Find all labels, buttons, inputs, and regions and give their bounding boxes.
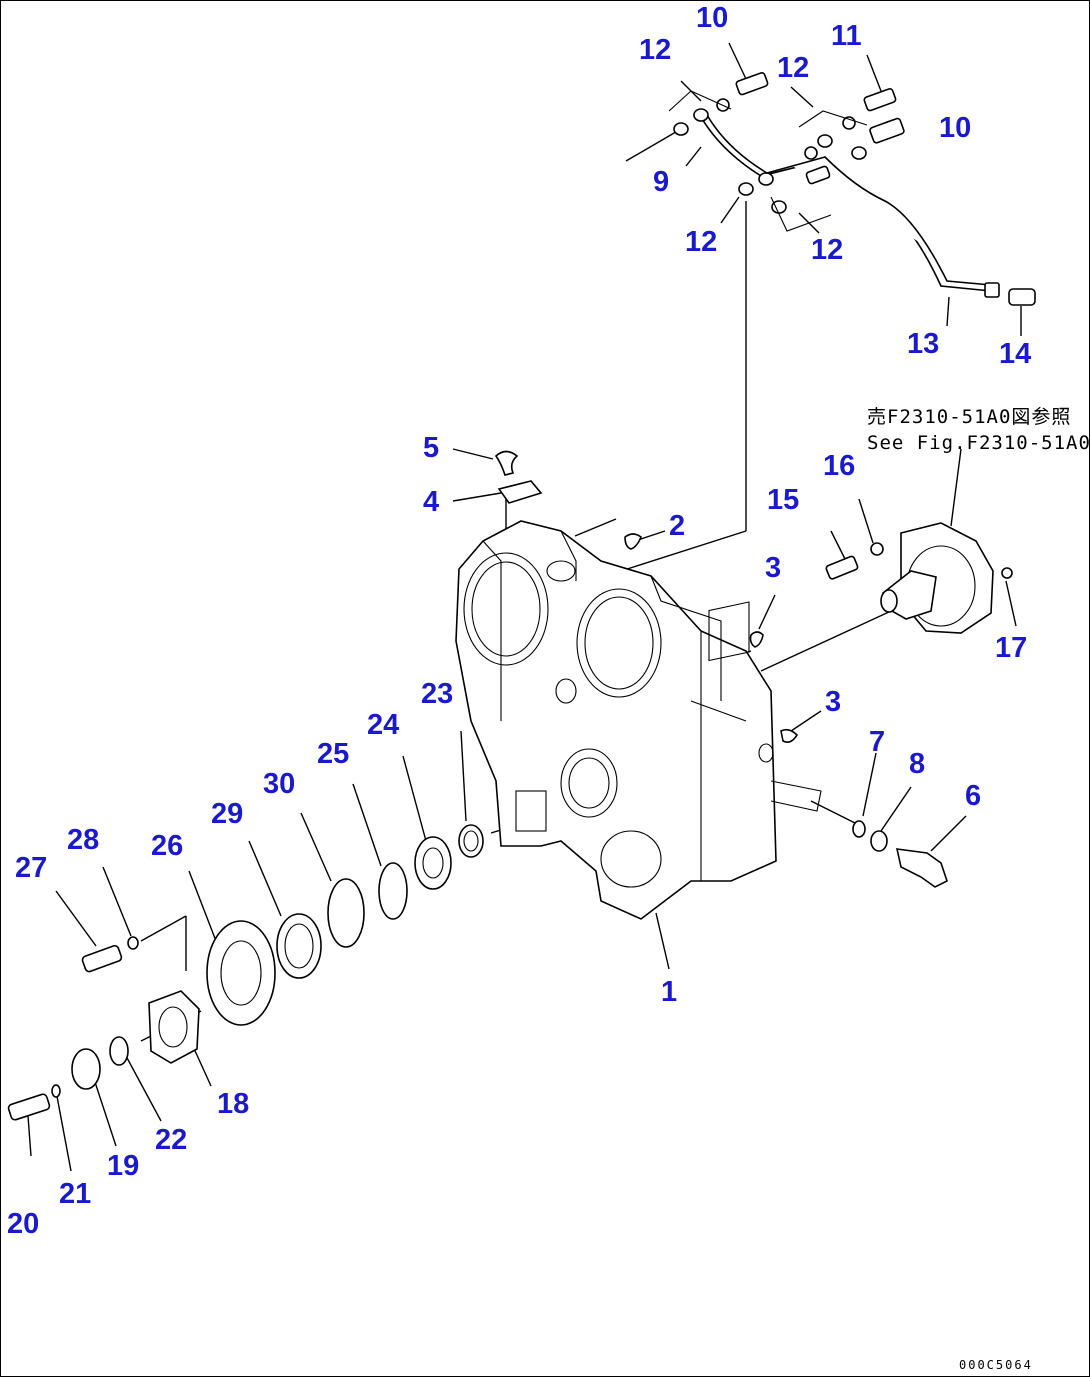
callout-18: 18 <box>217 1088 249 1120</box>
callout-1: 1 <box>661 976 677 1008</box>
cover-parts <box>494 450 799 743</box>
reference-note-en: See Fig.F2310-51A0 <box>867 432 1089 454</box>
pump-housing <box>825 522 1013 634</box>
callout-10: 10 <box>696 2 728 34</box>
callout-23: 23 <box>421 678 453 710</box>
callout-3: 3 <box>765 552 781 584</box>
reference-note-jp: 売F2310-51A0図参照 <box>867 406 1071 428</box>
callout-labels: 10 12 12 11 10 9 12 12 13 14 売F2310-51A0… <box>7 2 1089 1372</box>
tube-assembly <box>668 71 1036 306</box>
callout-4: 4 <box>423 486 439 518</box>
callout-9: 9 <box>653 166 669 198</box>
callout-19: 19 <box>107 1150 139 1182</box>
callout-27: 27 <box>15 852 47 884</box>
plug-parts <box>770 780 948 888</box>
callout-6: 6 <box>965 780 981 812</box>
callout-5: 5 <box>423 432 439 464</box>
callout-15: 15 <box>767 484 799 516</box>
callout-13: 13 <box>907 328 939 360</box>
callout-10: 10 <box>939 112 971 144</box>
callout-2: 2 <box>669 510 685 542</box>
callout-28: 28 <box>67 824 99 856</box>
callout-11: 11 <box>831 20 862 52</box>
transmission-case <box>455 520 777 920</box>
callout-29: 29 <box>211 798 243 830</box>
callout-17: 17 <box>995 632 1027 664</box>
callout-24: 24 <box>367 709 399 741</box>
callout-12: 12 <box>685 226 717 258</box>
callout-3: 3 <box>825 686 841 718</box>
callout-12: 12 <box>777 52 809 84</box>
callout-26: 26 <box>151 830 183 862</box>
callout-22: 22 <box>155 1124 187 1156</box>
callout-12: 12 <box>811 234 843 266</box>
exploded-left-parts <box>7 824 484 1121</box>
callout-30: 30 <box>263 768 295 800</box>
callout-7: 7 <box>869 726 885 758</box>
callout-20: 20 <box>7 1208 39 1240</box>
callout-14: 14 <box>999 338 1031 370</box>
drawing-code: 000C5064 <box>959 1358 1033 1372</box>
callout-8: 8 <box>909 748 925 780</box>
callout-21: 21 <box>59 1178 91 1210</box>
callout-16: 16 <box>823 450 855 482</box>
callout-12: 12 <box>639 34 671 66</box>
callout-25: 25 <box>317 738 349 770</box>
